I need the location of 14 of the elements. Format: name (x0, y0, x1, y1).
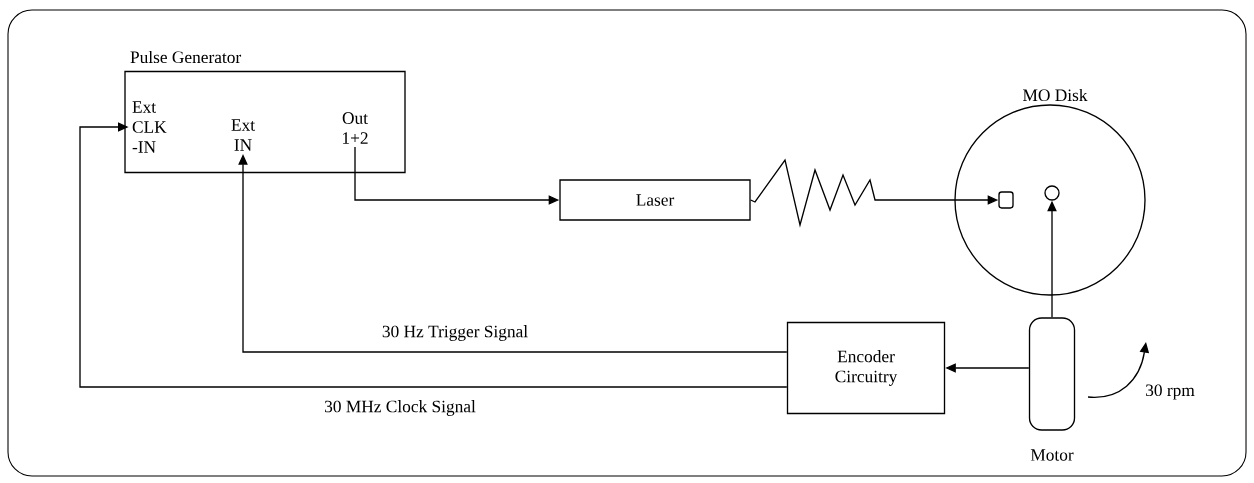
node-title: MO Disk (1023, 88, 1088, 102)
head-block (998, 191, 1014, 209)
rotation-label: 30 rpm (1146, 384, 1195, 400)
node-title: Motor (1030, 449, 1074, 461)
port-label: Ext IN (231, 119, 255, 151)
port-label: Out 1+2 (342, 112, 368, 144)
encoder-box: Encoder Circuitry (786, 321, 946, 415)
laser-box: Laser (559, 179, 751, 221)
port-label: Ext CLK -IN (132, 101, 167, 153)
arrow (79, 122, 788, 388)
node-title: Pulse Generator (130, 50, 242, 64)
spindle (1044, 185, 1060, 201)
edge-label: 30 Hz Trigger Signal (380, 323, 530, 343)
edge-label: 30 MHz Clock Signal (322, 398, 478, 418)
